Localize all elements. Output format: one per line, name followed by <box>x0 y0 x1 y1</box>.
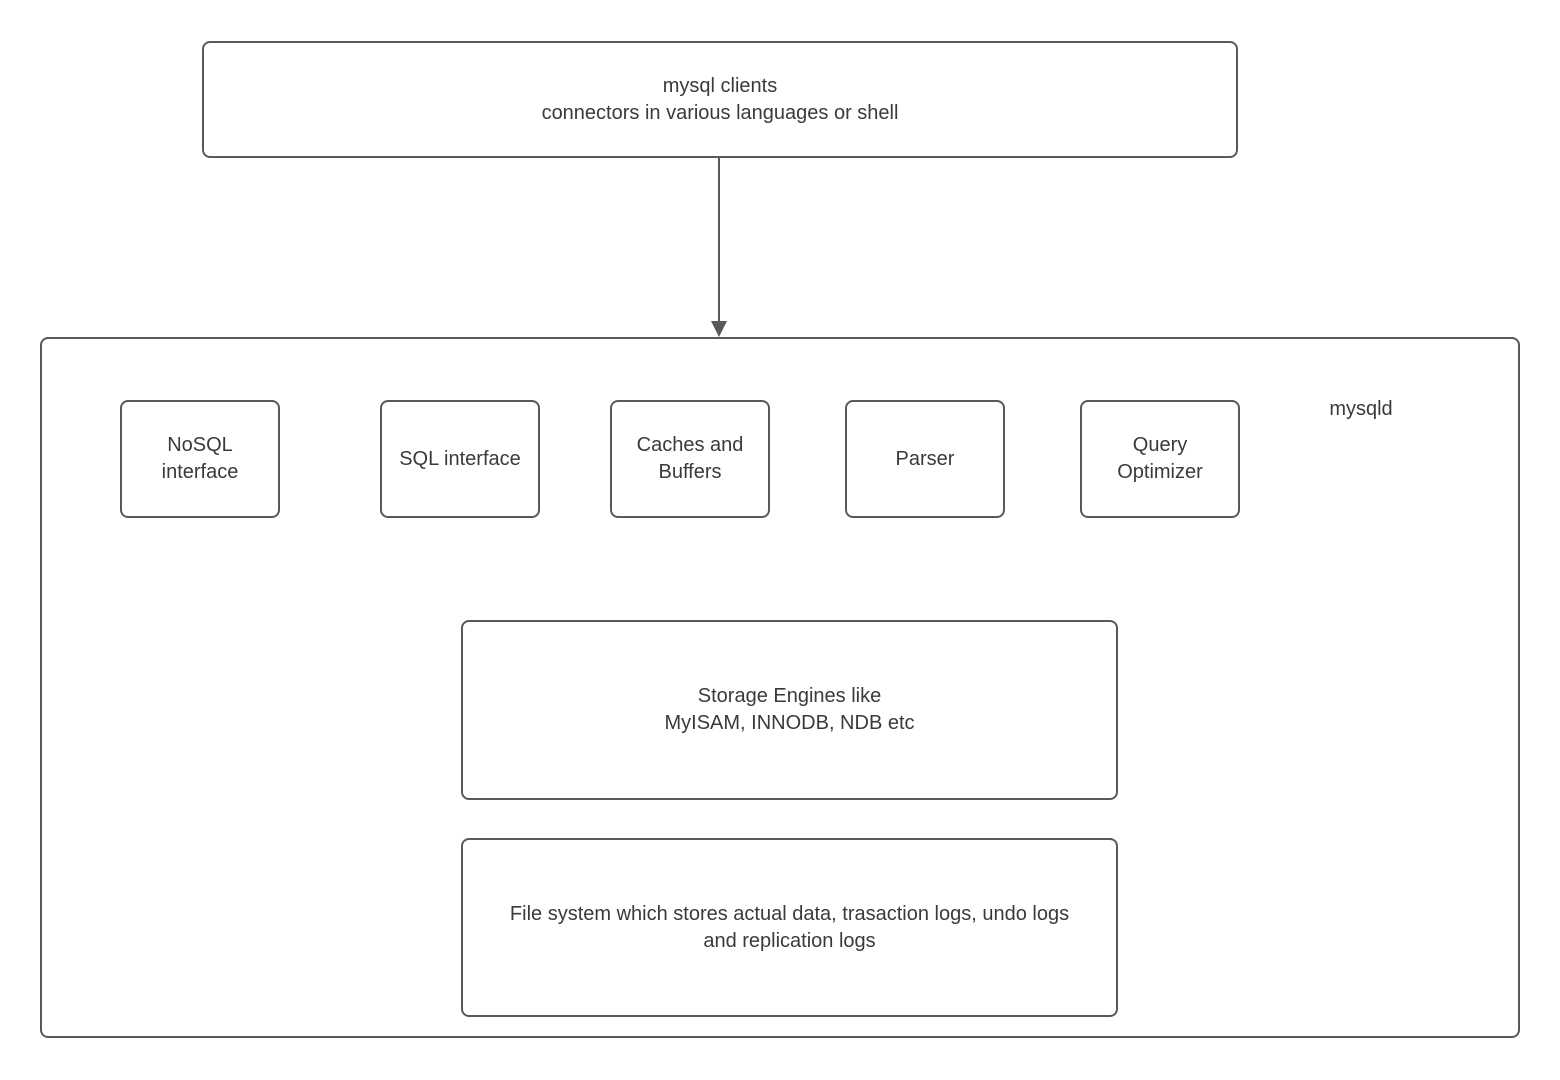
mysqld-label: mysqld <box>1329 398 1393 420</box>
file-system-box: File system which stores actual data, tr… <box>461 838 1118 1017</box>
connector-arrow-line <box>718 158 720 322</box>
component-box-sql-interface: SQL interface <box>380 400 540 518</box>
connector-arrowhead-icon <box>711 321 727 337</box>
component-box-parser: Parser <box>845 400 1005 518</box>
